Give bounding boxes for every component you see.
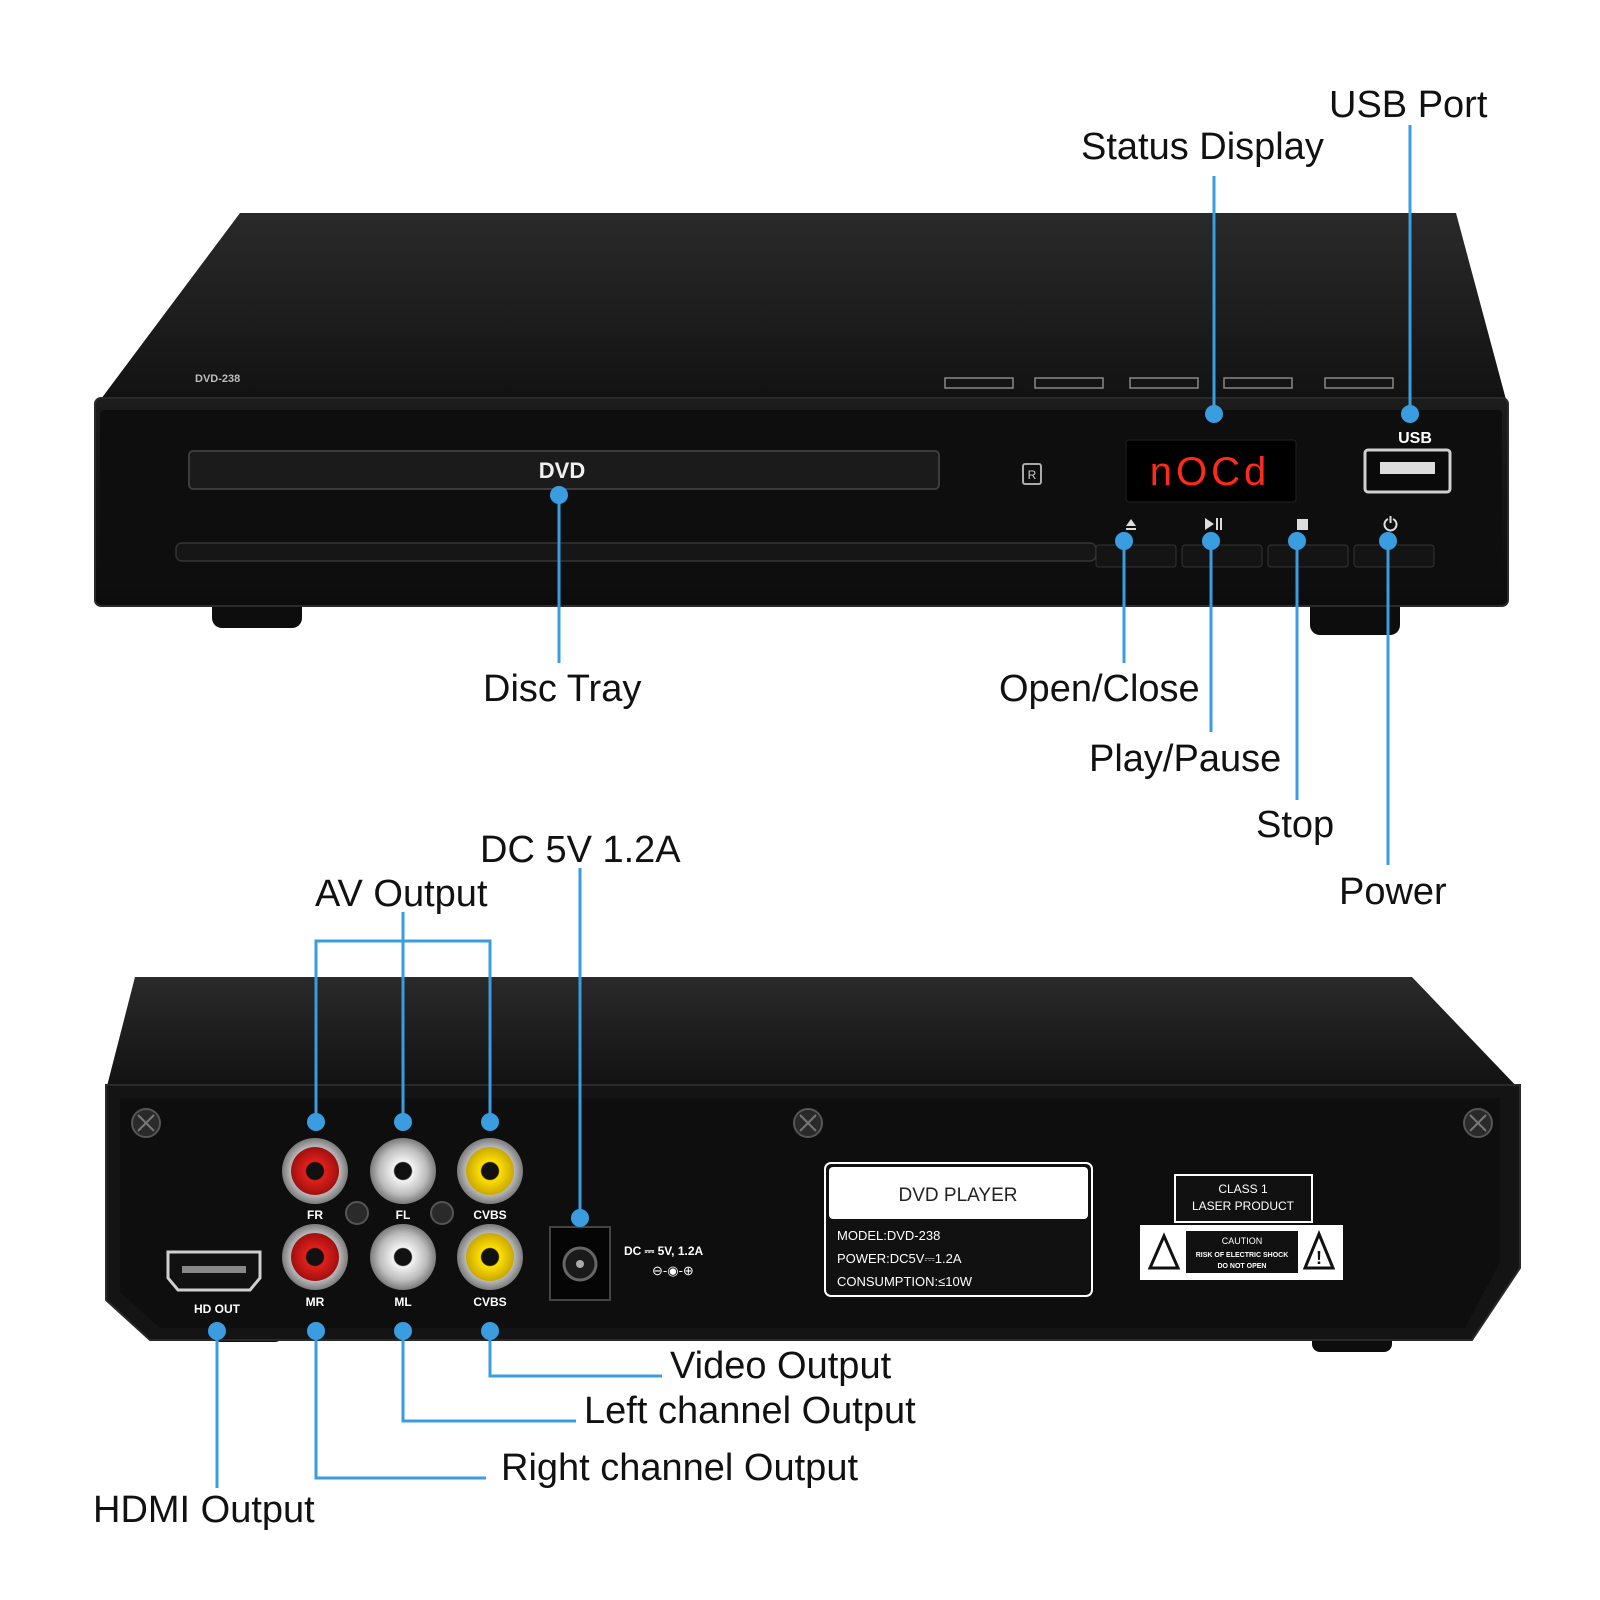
usb-label: USB xyxy=(1398,430,1432,447)
callout-usb-port: USB Port xyxy=(1329,84,1488,126)
callout-open-close: Open/Close xyxy=(999,668,1200,710)
stop-button[interactable] xyxy=(1267,544,1349,568)
label-ml: ML xyxy=(394,1295,411,1309)
callout-stop: Stop xyxy=(1256,804,1335,846)
callout-av-output: AV Output xyxy=(315,873,488,915)
status-display-text: nOCd xyxy=(1150,450,1271,494)
polarity-icon: ⊖-◉-⊕ xyxy=(652,1263,694,1278)
shock-warning-icon xyxy=(1147,1232,1181,1270)
open-close-button[interactable] xyxy=(1095,544,1177,568)
dc-label: DC ⎓ 5V, 1.2A xyxy=(624,1244,704,1258)
callout-power: Power xyxy=(1339,871,1447,913)
callout-status-display: Status Display xyxy=(1081,126,1324,168)
svg-text:R: R xyxy=(1028,468,1037,482)
laser-warning1: RISK OF ELECTRIC SHOCK xyxy=(1196,1252,1289,1259)
callout-video-output: Video Output xyxy=(670,1345,892,1387)
nameplate-model: MODEL:DVD-238 xyxy=(837,1228,940,1243)
rear-unit: FR FL CVBS MR ML CVBS HD OUT DC ⎓ 5V, 1.… xyxy=(105,977,1521,1352)
status-display xyxy=(1125,439,1297,503)
nameplate-title: DVD PLAYER xyxy=(899,1185,1018,1206)
label-cvbs-bottom: CVBS xyxy=(473,1295,506,1309)
play-pause-icon xyxy=(1205,518,1222,530)
rear-leader-dots xyxy=(208,1113,589,1340)
hdmi-port[interactable] xyxy=(166,1250,262,1292)
jack-fl[interactable] xyxy=(370,1138,436,1204)
power-icon xyxy=(1383,516,1398,532)
front-unit: DVD-238 DVD R nOCd xyxy=(94,213,1509,635)
callout-hdmi-output: HDMI Output xyxy=(93,1489,315,1531)
label-fr: FR xyxy=(307,1208,323,1222)
caution-icon xyxy=(1302,1230,1336,1270)
callout-play-pause: Play/Pause xyxy=(1089,738,1282,780)
callout-left-channel: Left channel Output xyxy=(584,1390,916,1432)
model-label: DVD-238 xyxy=(195,373,240,385)
nameplate: DVD PLAYER MODEL:DVD-238 POWER:DC5V⎓1.2A… xyxy=(824,1162,1093,1297)
jack-mr[interactable] xyxy=(282,1224,348,1290)
callout-right-channel: Right channel Output xyxy=(501,1447,859,1489)
eject-icon xyxy=(1126,519,1136,530)
label-cvbs-top: CVBS xyxy=(473,1208,506,1222)
rear-leaders xyxy=(215,868,662,1488)
jack-cvbs-top[interactable] xyxy=(457,1138,523,1204)
jack-cvbs-bottom[interactable] xyxy=(457,1224,523,1290)
front-leaders xyxy=(550,125,1419,865)
dc-jack[interactable] xyxy=(549,1226,611,1301)
play-pause-button[interactable] xyxy=(1181,544,1263,568)
nameplate-consumption: CONSUMPTION:≤10W xyxy=(837,1274,973,1289)
jack-ml[interactable] xyxy=(370,1224,436,1290)
nameplate-power: POWER:DC5V⎓1.2A xyxy=(837,1251,962,1266)
label-fl: FL xyxy=(396,1208,411,1222)
laser-line2: LASER PRODUCT xyxy=(1192,1199,1295,1213)
power-button[interactable] xyxy=(1353,544,1435,568)
tray-label: DVD xyxy=(539,458,585,483)
svg-text:!: ! xyxy=(1316,1248,1322,1268)
laser-line1: CLASS 1 xyxy=(1218,1182,1268,1196)
callout-disc-tray: Disc Tray xyxy=(483,668,642,710)
jack-fr[interactable] xyxy=(282,1138,348,1204)
stop-icon xyxy=(1297,519,1308,530)
laser-warning2: DO NOT OPEN xyxy=(1217,1263,1266,1270)
callout-dc: DC 5V 1.2A xyxy=(480,829,681,871)
laser-caution: CAUTION xyxy=(1222,1236,1263,1246)
label-hd-out: HD OUT xyxy=(194,1302,241,1316)
laser-label: CLASS 1 LASER PRODUCT CAUTION RISK OF EL… xyxy=(1140,1174,1343,1280)
label-mr: MR xyxy=(306,1295,325,1309)
ir-sensor-icon xyxy=(1022,463,1042,485)
